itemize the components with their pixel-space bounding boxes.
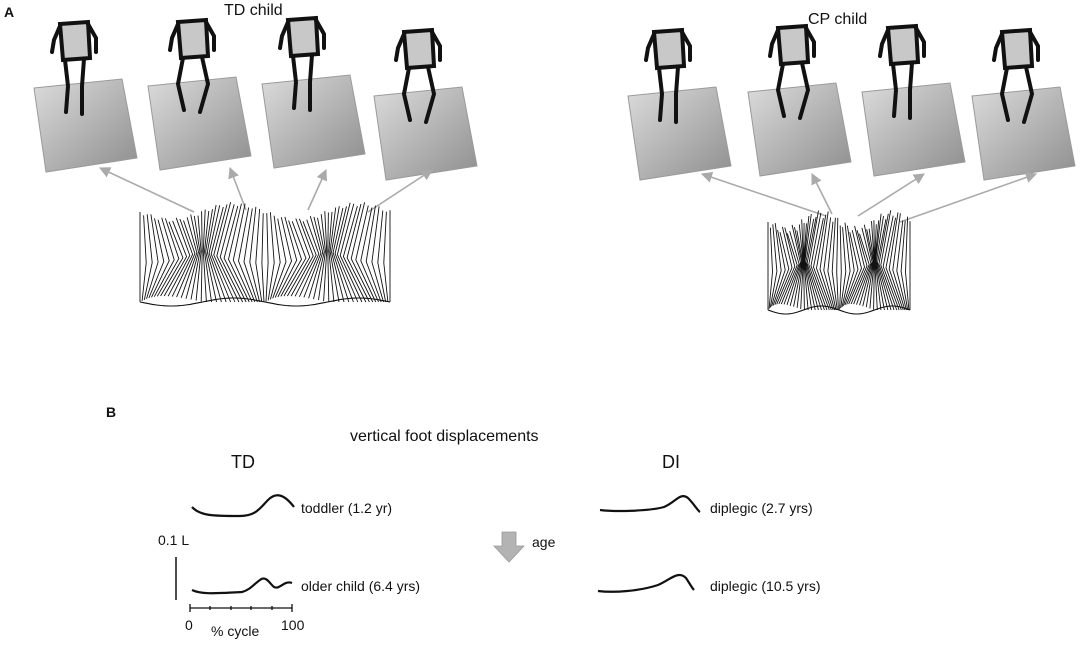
td-plate-surface bbox=[373, 86, 478, 181]
percent-cycle-axis bbox=[189, 604, 293, 612]
td-stick-figure-2 bbox=[278, 15, 326, 112]
arrow-7 bbox=[899, 172, 1038, 223]
cp-plate-surface bbox=[861, 82, 966, 177]
cp-stick-figure-2 bbox=[878, 23, 926, 120]
td-plate-2 bbox=[261, 15, 366, 169]
trace-label-older-child: older child (6.4 yrs) bbox=[301, 578, 421, 594]
cp-stick-figure-3 bbox=[992, 27, 1040, 124]
td-plate-0 bbox=[33, 19, 138, 173]
cp-gait-baseline bbox=[767, 305, 911, 315]
td-plate-surface bbox=[147, 76, 252, 171]
td-gait-stick-diagram bbox=[139, 201, 391, 307]
trace-toddler bbox=[191, 494, 295, 518]
cp-stick-figure-1 bbox=[768, 23, 816, 120]
cp-plates-group bbox=[627, 23, 1076, 181]
trace-older-child bbox=[191, 577, 293, 595]
cp-plate-surface bbox=[971, 86, 1076, 181]
panel-b-letter: B bbox=[106, 404, 117, 420]
projection-arrows bbox=[98, 166, 1038, 223]
di-group-label: DI bbox=[662, 452, 680, 472]
arrow-5 bbox=[811, 172, 833, 215]
arrow-1 bbox=[228, 166, 247, 211]
cp-plate-3 bbox=[971, 27, 1076, 181]
td-plate-1 bbox=[147, 17, 252, 171]
cp-child-title: CP child bbox=[808, 11, 868, 28]
td-gait-lines bbox=[139, 201, 391, 303]
cp-stick-figure-0 bbox=[644, 27, 692, 124]
age-arrow-icon bbox=[493, 531, 525, 563]
arrow-6 bbox=[857, 173, 925, 217]
trace-label-toddler: toddler (1.2 yr) bbox=[301, 500, 393, 516]
td-group-label: TD bbox=[231, 452, 255, 472]
arrow-0 bbox=[98, 167, 195, 213]
cp-plate-surface bbox=[747, 82, 852, 177]
trace-diplegic-older bbox=[597, 573, 695, 593]
arrow-2 bbox=[307, 168, 327, 211]
td-stick-figure-3 bbox=[394, 27, 442, 124]
scale-label: 0.1 L bbox=[158, 532, 190, 548]
cp-gait-stick-diagram bbox=[767, 210, 911, 315]
trace-diplegic-young bbox=[599, 495, 701, 513]
cp-plate-2 bbox=[861, 23, 966, 177]
trace-label-diplegic-young: diplegic (2.7 yrs) bbox=[710, 500, 813, 516]
axis-max-label: 100 bbox=[281, 617, 305, 633]
td-plate-surface bbox=[261, 74, 366, 169]
axis-min-label: 0 bbox=[185, 617, 193, 633]
arrow-4 bbox=[700, 171, 827, 217]
panel-a-letter: A bbox=[4, 4, 15, 20]
arrow-3 bbox=[367, 169, 433, 213]
td-plates-group bbox=[33, 15, 478, 181]
cp-plate-1 bbox=[747, 23, 852, 177]
td-child-title: TD child bbox=[224, 2, 283, 19]
axis-title: % cycle bbox=[211, 623, 260, 639]
td-stick-figure-1 bbox=[168, 17, 216, 114]
panel-b-title: vertical foot displacements bbox=[350, 428, 539, 445]
td-gait-baseline bbox=[139, 297, 391, 307]
td-plate-3 bbox=[373, 27, 478, 181]
cp-gait-lines bbox=[767, 210, 911, 311]
trace-label-diplegic-older: diplegic (10.5 yrs) bbox=[710, 578, 821, 594]
cp-plate-surface bbox=[627, 86, 732, 181]
td-plate-surface bbox=[33, 78, 138, 173]
td-stick-figure-0 bbox=[50, 19, 98, 116]
cp-plate-0 bbox=[627, 27, 732, 181]
age-label: age bbox=[532, 534, 556, 550]
